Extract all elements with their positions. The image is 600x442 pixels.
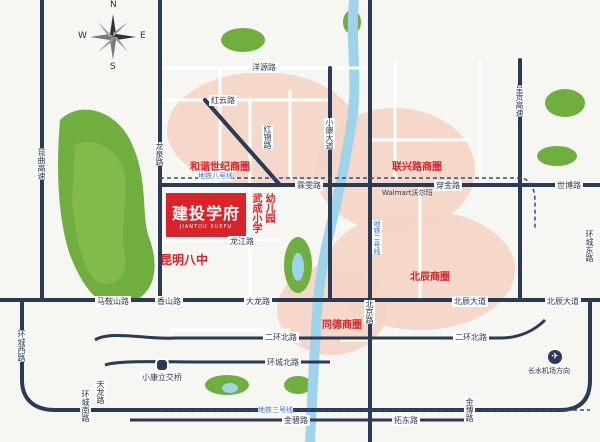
airport-icon: ✈ — [548, 350, 562, 364]
erhuan-bei-road — [94, 318, 547, 342]
road-label-tuodong: 拓东路 — [392, 415, 420, 426]
road-label-maanshan: 马鞍山路 — [95, 296, 131, 307]
park-south-2 — [284, 376, 312, 394]
road-label-shibo: 世博路 — [555, 180, 583, 191]
road-label-tianlong: 大龙路 — [244, 296, 272, 307]
district-label-beichen: 北辰商圈 — [410, 272, 450, 283]
compass-rose-icon — [90, 14, 136, 60]
road-label-xiangshan: 香山路 — [155, 296, 183, 307]
poi-walmart[interactable]: Walmart沃尔玛 — [382, 189, 433, 197]
district-label-lianxing: 联兴路商圈 — [392, 162, 442, 173]
school-kunming8: 昆明八中 — [160, 253, 209, 267]
road-label-huanhe-s: 环城南路 — [80, 390, 91, 422]
compass: N W E S — [78, 0, 146, 72]
park-north — [221, 28, 265, 52]
poi-airport: 长水机场方向 — [528, 367, 570, 375]
cuihu-lake — [292, 253, 304, 281]
road-label-huancheng-w: 环城西路 — [16, 330, 27, 362]
road-label-jinbo: 金博路 — [464, 398, 475, 422]
road-label-hongyun: 红云路 — [209, 95, 237, 106]
road-label-hongjin: 红锦路 — [262, 125, 273, 149]
compass-west-label: W — [78, 31, 87, 41]
project-sub: JIANTOU XUEFU — [179, 224, 233, 230]
school-wucheng: 武成小学 — [250, 193, 261, 233]
road-label-longquan: 龙泉路 — [154, 142, 165, 166]
road-label-huancheng-e: 环城东路 — [584, 230, 595, 262]
road-label-huamei: 霖雯路 — [295, 180, 323, 191]
road-label-chuanjin: 穿金路 — [434, 180, 462, 191]
south-lake — [222, 383, 238, 393]
road-label-xiaokang: 小康大道 — [324, 118, 335, 150]
compass-north-label: N — [110, 0, 117, 10]
road-label-yangyuan: 洋源路 — [250, 62, 278, 73]
road-label-longjiang: 龙江路 — [228, 236, 256, 247]
district-label-tongde: 同德商圈 — [322, 320, 362, 331]
xishan-highlight — [72, 141, 126, 284]
road-label-kunqu: 昆曲高速 — [36, 148, 47, 180]
road-label-beichen: 北辰大道 — [452, 296, 488, 307]
road-label-erhuanbei-r: 二环北路 — [453, 332, 489, 343]
road-label-north-sub: 北京路 — [364, 300, 375, 324]
metro-label-line3: 地铁三号线 — [258, 405, 293, 415]
road-label-erhuanbei-l: 二环北路 — [263, 332, 299, 343]
road-label-xiaokang-lijiao: 小康立交桥 — [140, 372, 184, 383]
road-label-jinbi: 金碧路 — [282, 415, 310, 426]
metro-label-line2: 地铁二号线 — [372, 220, 382, 255]
huancheng-bei-road — [104, 360, 330, 367]
project-name: 建投学府 — [171, 204, 240, 223]
metro-label-line8: 地铁八号线 — [198, 171, 233, 181]
road-label-tianlong-g: 天龙路 — [95, 380, 106, 404]
compass-south-label: S — [110, 62, 116, 72]
road-label-huanchengbei: 环城北路 — [265, 357, 301, 368]
xishan-park — [58, 109, 155, 306]
school-kindergarten: 幼儿园 — [263, 193, 274, 223]
lijiao-marker — [155, 358, 169, 372]
park-ne — [545, 89, 585, 117]
metro-lines — [160, 177, 590, 411]
district-label-hexie: 和谐世纪商圈 — [190, 162, 250, 173]
compass-east-label: E — [140, 31, 146, 41]
road-label-chengjin: 呈贡高速 — [514, 85, 525, 117]
road-label-beichen-r: 北辰大道 — [545, 296, 581, 307]
park-east — [537, 146, 577, 166]
project-logo[interactable]: 建投学府 JIANTOU XUEFU — [166, 193, 246, 237]
